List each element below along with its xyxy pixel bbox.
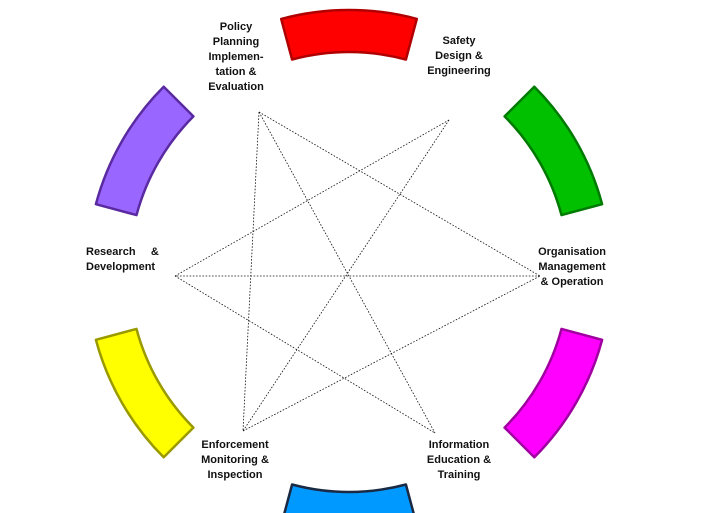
arc-upper-left bbox=[94, 85, 195, 217]
arc-bottom bbox=[283, 483, 415, 513]
connection-enforcement-organisation bbox=[242, 275, 541, 432]
label-safety-line: Engineering bbox=[427, 65, 491, 77]
label-safety-line: Design & bbox=[435, 50, 483, 62]
connection-policy-information bbox=[258, 111, 436, 434]
label-enforcement-line: Monitoring & bbox=[201, 454, 269, 466]
color-arcs bbox=[94, 8, 604, 513]
label-organisation-line: Management bbox=[538, 261, 606, 273]
label-policy-line: Implemen- bbox=[208, 51, 263, 63]
label-organisation-line: Organisation bbox=[538, 246, 606, 258]
label-safety-line: Safety bbox=[442, 35, 476, 47]
label-research-line: Development bbox=[86, 261, 155, 273]
label-research: Research & Development bbox=[86, 246, 159, 273]
arc-upper-right bbox=[503, 85, 604, 217]
label-policy-line: Evaluation bbox=[208, 81, 264, 93]
connection-research-information bbox=[174, 275, 436, 434]
connection-safety-enforcement bbox=[242, 119, 450, 432]
label-policy-line: Policy bbox=[220, 21, 253, 33]
label-information-line: Education & bbox=[427, 454, 491, 466]
connection-policy-organisation bbox=[258, 111, 541, 277]
label-policy-line: Planning bbox=[213, 36, 259, 48]
connection-lines bbox=[174, 111, 541, 434]
label-research-line: Research & bbox=[86, 246, 159, 258]
arc-top bbox=[279, 8, 419, 61]
label-enforcement-line: Inspection bbox=[207, 469, 262, 481]
label-information-line: Information bbox=[429, 439, 490, 451]
arc-lower-left bbox=[94, 327, 195, 459]
arc-lower-right bbox=[503, 327, 604, 459]
label-enforcement-line: Enforcement bbox=[201, 439, 269, 451]
connection-policy-enforcement bbox=[242, 111, 260, 432]
label-policy-line: tation & bbox=[216, 66, 257, 78]
label-organisation-line: & Operation bbox=[541, 276, 604, 288]
connection-safety-research bbox=[174, 119, 450, 277]
label-information-line: Training bbox=[438, 469, 481, 481]
